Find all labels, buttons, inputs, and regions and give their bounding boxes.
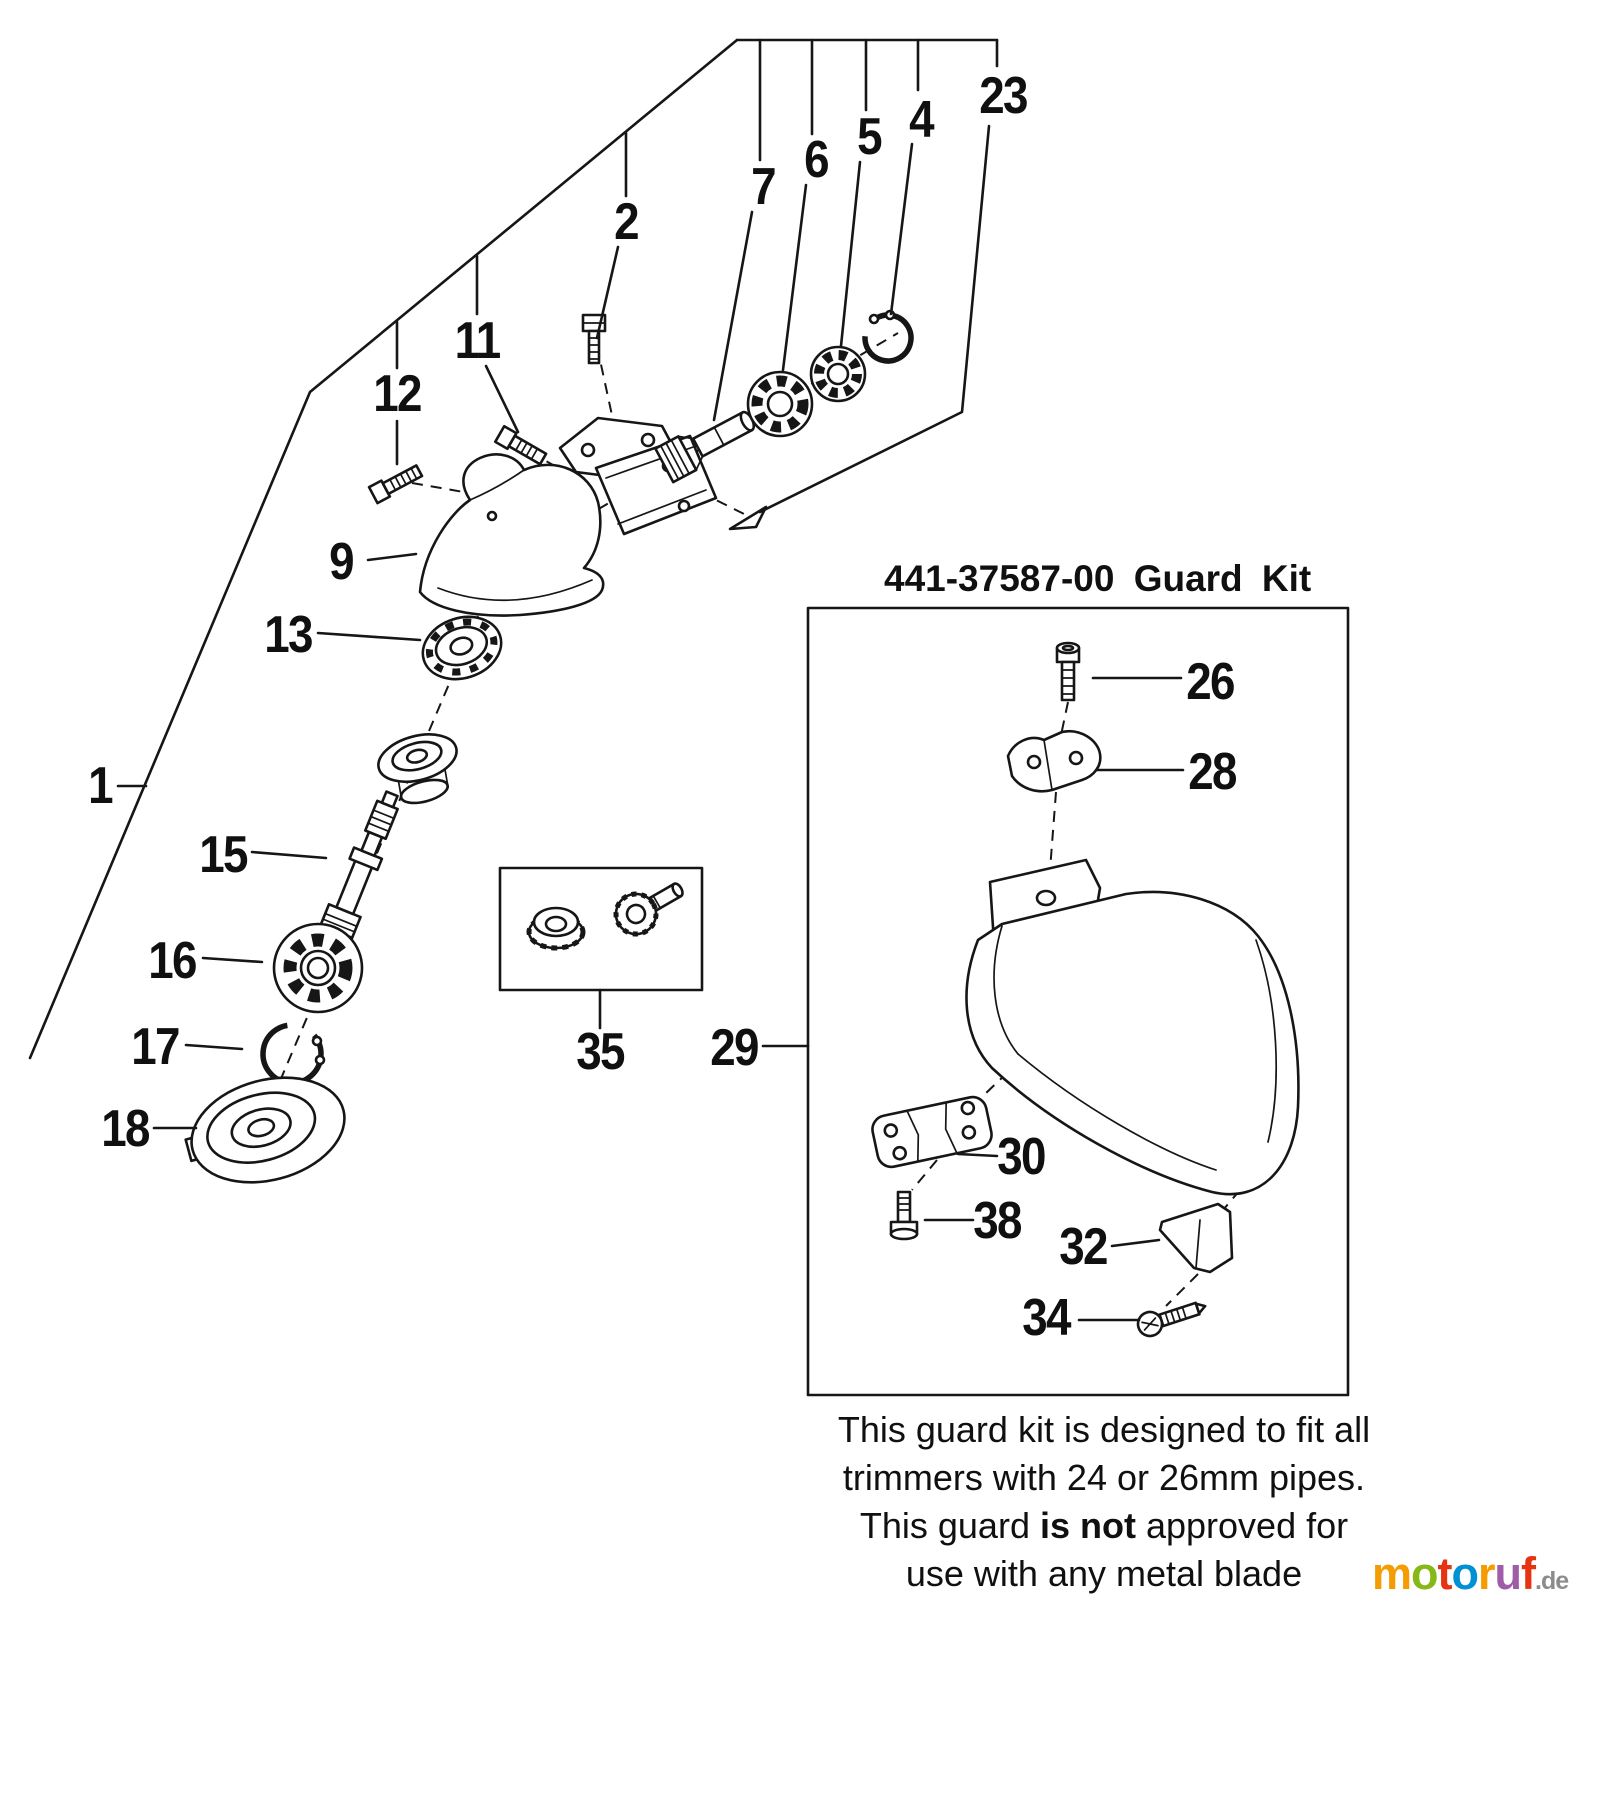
- part-guard-body-29: [965, 858, 1300, 1196]
- part-label-29: 29: [710, 1019, 759, 1077]
- part-label-5: 5: [857, 108, 882, 166]
- part-label-7: 7: [751, 158, 776, 216]
- part-collar-washer: [377, 733, 458, 805]
- part-pinion-7: [654, 410, 756, 484]
- part-label-18: 18: [101, 1100, 150, 1158]
- caption-line-4: use with any metal blade: [905, 1553, 1303, 1594]
- part-bolt-38: [889, 1190, 919, 1241]
- part-clutch-drum-18: [184, 1076, 346, 1184]
- part-label-32: 32: [1059, 1218, 1108, 1276]
- part-label-28: 28: [1188, 743, 1237, 801]
- part-label-12: 12: [373, 365, 422, 423]
- part-label-34: 34: [1022, 1289, 1071, 1347]
- part-blade-plate-32: [1158, 1202, 1234, 1274]
- watermark-suffix: .de: [1535, 1567, 1569, 1595]
- part-label-4: 4: [909, 91, 934, 149]
- part-pin-23: [728, 505, 768, 531]
- part-screw-26: [1055, 641, 1081, 702]
- watermark-letter: f: [1521, 1548, 1536, 1599]
- caption-line-3: This guard is not approved for: [790, 1502, 1418, 1550]
- part-label-23: 23: [979, 67, 1028, 125]
- part-clamp-bracket-28: [1006, 729, 1102, 793]
- part-bearing-5: [809, 345, 867, 403]
- part-label-2: 2: [614, 193, 639, 251]
- part-label-11: 11: [454, 312, 502, 370]
- part-gearcase-housing: [558, 416, 718, 536]
- part-label-17: 17: [131, 1018, 180, 1076]
- part-bell-housing-9: [418, 453, 605, 617]
- watermark-logo: motoruf.de: [1372, 1548, 1569, 1600]
- leader-lines: [28, 38, 1185, 1322]
- part-label-26: 26: [1186, 653, 1235, 711]
- part-label-30: 30: [997, 1128, 1046, 1186]
- part-label-35: 35: [576, 1023, 625, 1081]
- caption-line-1: This guard kit is designed to fit all: [837, 1409, 1371, 1450]
- part-label-9: 9: [329, 533, 354, 591]
- part-gear-shaft-15: [317, 790, 399, 945]
- part-label-38: 38: [973, 1192, 1022, 1250]
- part-gear-pair-35: [526, 882, 684, 951]
- watermark-letter: o: [1451, 1548, 1479, 1599]
- part-snap-ring-4: [862, 309, 914, 364]
- watermark-letter: u: [1494, 1548, 1522, 1599]
- watermark-letters: motoruf: [1372, 1548, 1536, 1599]
- part-label-13: 13: [264, 606, 313, 664]
- guard-kit-box: [806, 606, 1350, 1397]
- guard-kit-title: 441-37587-00 Guard Kit: [884, 558, 1312, 599]
- part-label-16: 16: [148, 932, 197, 990]
- part-bearing-13: [421, 615, 503, 681]
- part-label-1: 1: [88, 757, 113, 815]
- part-mount-plate-30: [871, 1095, 993, 1169]
- part-label-15: 15: [199, 826, 248, 884]
- part-label-6: 6: [804, 131, 829, 189]
- watermark-letter: t: [1437, 1548, 1453, 1599]
- caption-line-2: trimmers with 24 or 26mm pipes.: [842, 1457, 1366, 1498]
- guard-kit-caption: This guard kit is designed to fit all tr…: [790, 1406, 1418, 1598]
- watermark-letter: r: [1478, 1548, 1495, 1599]
- watermark-letter: o: [1411, 1548, 1438, 1599]
- part-snap-ring-17: [260, 1022, 326, 1086]
- part-bolt-11: [493, 424, 548, 466]
- caption-line-3-suffix: approved for: [1135, 1505, 1349, 1546]
- watermark-letter: m: [1372, 1548, 1412, 1599]
- part-bearing-16: [272, 922, 364, 1014]
- part-bolt-12: [367, 464, 424, 505]
- part-screw-34: [1136, 1301, 1207, 1338]
- caption-line-3-bold: is not: [1039, 1505, 1136, 1546]
- part-bearing-6: [746, 370, 814, 438]
- caption-line-3-prefix: This guard: [859, 1505, 1040, 1546]
